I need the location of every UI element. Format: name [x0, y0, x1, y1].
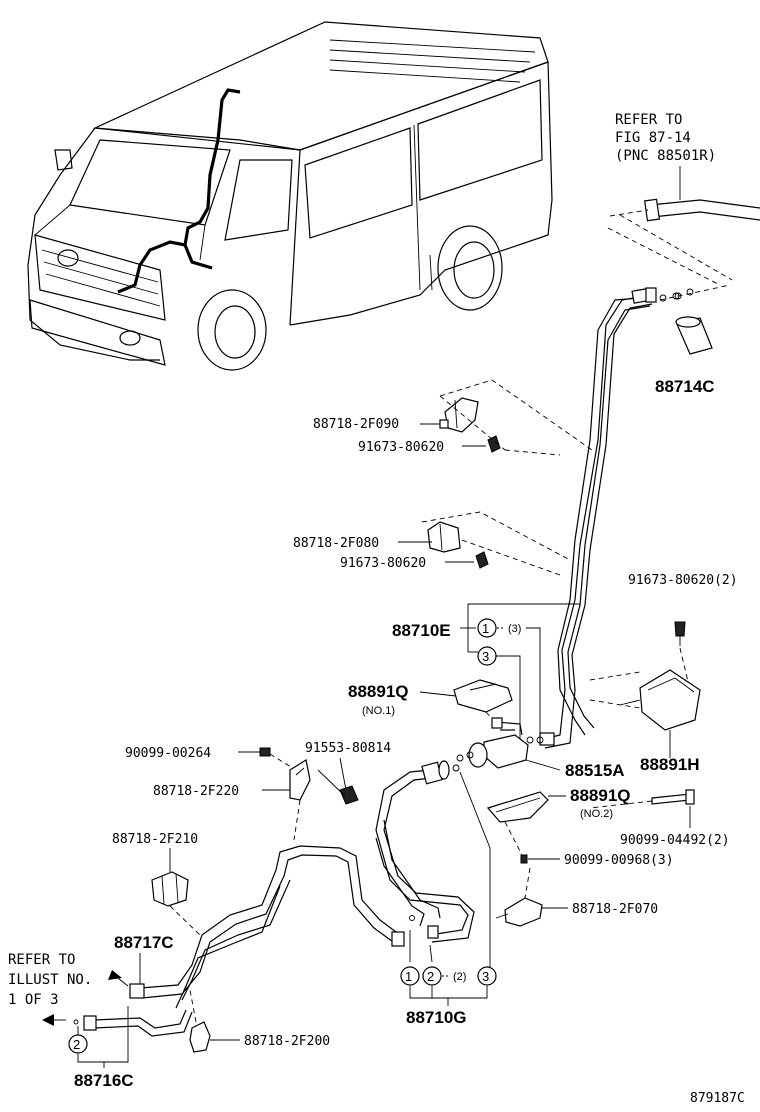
circle-3-upper: 3: [482, 649, 489, 664]
label-88718-2F220: 88718-2F220: [153, 784, 239, 799]
bracket-88718-2F080: [421, 511, 571, 576]
fitting-88515A: [456, 717, 529, 769]
label-88891Q-2: 88891Q: [570, 786, 631, 805]
bracket-88891H: [589, 669, 701, 731]
label-88718-2F070: 88718-2F070: [572, 902, 658, 917]
clamp-88718-2F200: [189, 989, 211, 1053]
label-88716C: 88716C: [74, 1071, 134, 1090]
refer-illust-1-of-3: REFER TO ILLUST NO. 1 OF 3: [8, 952, 92, 1008]
circle-1-upper: 1: [482, 621, 489, 636]
label-88718-2F200: 88718-2F200: [244, 1034, 330, 1049]
clamp-88718-2F220: [289, 759, 311, 841]
clamp-88891Q-no1: [453, 679, 513, 726]
circle-2-left: 2: [73, 1037, 80, 1052]
refer-left-3: 1 OF 3: [8, 992, 59, 1008]
refer-line-3: (PNC 88501R): [615, 148, 716, 164]
label-88515A: 88515A: [565, 761, 625, 780]
label-88891Q-1: 88891Q: [348, 682, 409, 701]
label-88718-2F090: 88718-2F090: [313, 417, 399, 432]
label-no2: (NO.2): [580, 808, 613, 820]
label-91673-80620-c: 91673-80620(2): [628, 573, 738, 588]
label-90099-00968: 90099-00968(3): [564, 853, 674, 868]
label-90099-04492: 90099-04492(2): [620, 833, 730, 848]
bracket-88718-2F090: [439, 379, 593, 456]
refer-line-1: REFER TO: [615, 112, 682, 128]
pipe-88717C: [129, 845, 405, 1009]
circle-2-lower: 2: [427, 969, 434, 984]
clamp-88718-2F070: [495, 867, 543, 927]
label-88891H: 88891H: [640, 755, 700, 774]
label-91553-80814: 91553-80814: [305, 741, 391, 756]
pipe-88710E: [526, 287, 680, 749]
label-no1: (NO.1): [362, 705, 395, 717]
label-88718-2F210: 88718-2F210: [112, 832, 198, 847]
arrow-icon: [108, 970, 122, 980]
label-88710E: 88710E: [392, 621, 451, 640]
refer-left-2: ILLUST NO.: [8, 972, 92, 988]
label-90099-00264: 90099-00264: [125, 746, 211, 761]
clamp-88891Q-no2: [486, 791, 549, 856]
refer-fig-87-14: REFER TO FIG 87-14 (PNC 88501R): [615, 112, 716, 164]
refer-line-2: FIG 87-14: [615, 130, 691, 146]
label-91673-80620-a: 91673-80620: [358, 440, 444, 455]
label-88717C: 88717C: [114, 933, 174, 952]
arrow-left-icon: [42, 1014, 54, 1026]
qty-2: (2): [453, 971, 466, 983]
pipe-88710G: [375, 760, 475, 943]
qty-3: (3): [508, 623, 521, 635]
van-illustration: [27, 21, 553, 371]
clamp-88718-2F210: [151, 871, 201, 936]
label-88710G: 88710G: [406, 1008, 467, 1027]
label-88718-2F080: 88718-2F080: [293, 536, 379, 551]
label-88714C: 88714C: [655, 377, 715, 396]
refer-left-1: REFER TO: [8, 952, 75, 968]
sleeve-88714C: [675, 316, 713, 355]
figure-id: 879187C: [690, 1091, 745, 1106]
circle-3-lower: 3: [482, 969, 489, 984]
label-91673-80620-b: 91673-80620: [340, 556, 426, 571]
circle-1-lower: 1: [405, 969, 412, 984]
pipe-88716C: [83, 1009, 193, 1037]
